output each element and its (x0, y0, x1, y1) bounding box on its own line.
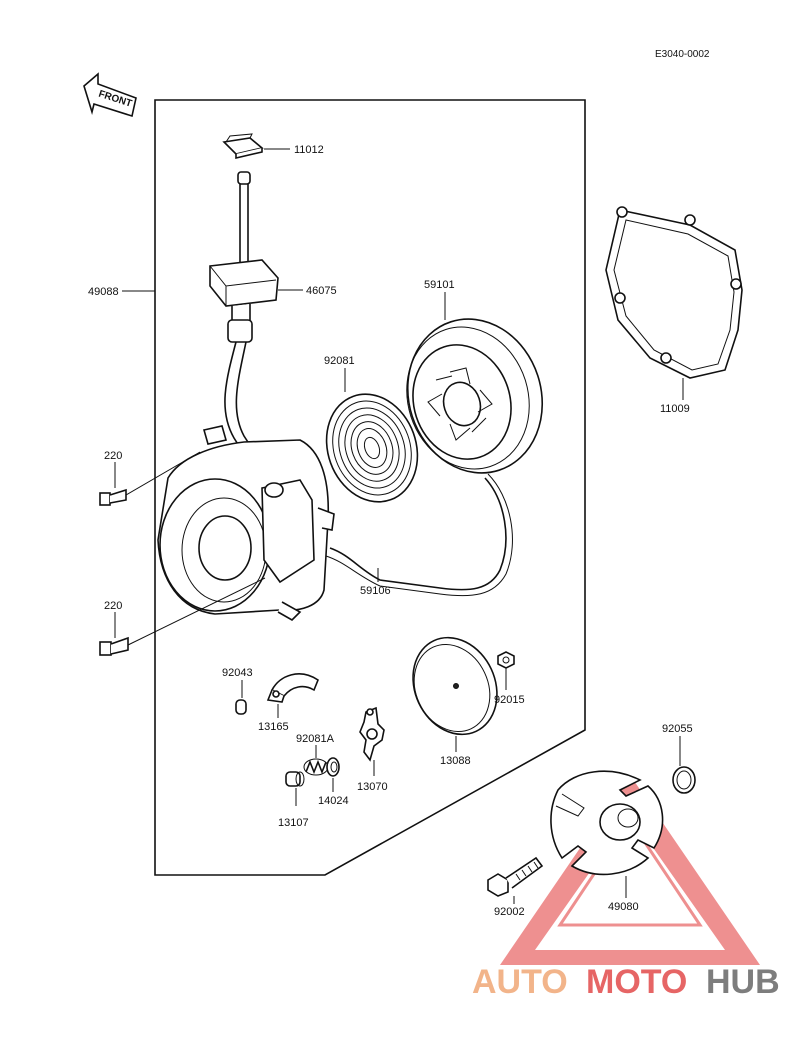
bolt-92002 (487, 856, 544, 897)
bolt-220-lower (99, 577, 266, 656)
assembly-frame (154, 99, 586, 876)
label-59101: 59101 (424, 279, 455, 291)
o-ring-92055 (672, 766, 696, 794)
bolt-220-upper (99, 451, 201, 506)
pin-92043 (235, 699, 247, 715)
guide-13070 (359, 706, 385, 762)
collar-13107 (285, 771, 305, 787)
rope-59106 (329, 477, 507, 591)
label-14024: 14024 (318, 795, 349, 807)
diagram-code: E3040-0002 (655, 49, 710, 60)
label-92015: 92015 (494, 694, 525, 706)
nut-92015 (497, 651, 515, 669)
label-220-upper: 220 (104, 450, 122, 462)
label-13088: 13088 (440, 755, 471, 767)
label-220-lower: 220 (104, 600, 122, 612)
starter-housing (157, 425, 335, 621)
label-59106: 59106 (360, 585, 391, 597)
washer-14024 (326, 757, 340, 777)
watermark-part2: MOTO (586, 963, 687, 1001)
plate-13088 (412, 636, 498, 736)
pawl-13165 (266, 673, 319, 703)
handle-cap-11012 (222, 133, 264, 160)
rope-reel-59101 (406, 318, 544, 474)
watermark-text: AUTO MOTO HUB (472, 963, 780, 1001)
watermark-part3: HUB (706, 963, 780, 1001)
label-13070: 13070 (357, 781, 388, 793)
drive-pulley-49080 (550, 770, 664, 876)
gasket-11009 (605, 206, 743, 379)
label-92081: 92081 (324, 355, 355, 367)
label-11012: 11012 (294, 144, 324, 156)
spring-92081A (303, 758, 329, 776)
label-11009: 11009 (660, 403, 690, 415)
label-13107: 13107 (278, 817, 309, 829)
starter-handle-46075 (209, 171, 279, 343)
recoil-spring-92081 (325, 393, 419, 503)
label-13165: 13165 (258, 721, 289, 733)
label-92043: 92043 (222, 667, 253, 679)
watermark-part1: AUTO (472, 963, 568, 1001)
label-92081A: 92081A (296, 733, 335, 745)
label-49080: 49080 (608, 901, 639, 913)
label-49088: 49088 (88, 286, 119, 298)
label-46075: 46075 (306, 285, 337, 297)
label-92055: 92055 (662, 723, 693, 735)
front-arrow-icon: FRONT (83, 72, 137, 118)
label-92002: 92002 (494, 906, 525, 918)
